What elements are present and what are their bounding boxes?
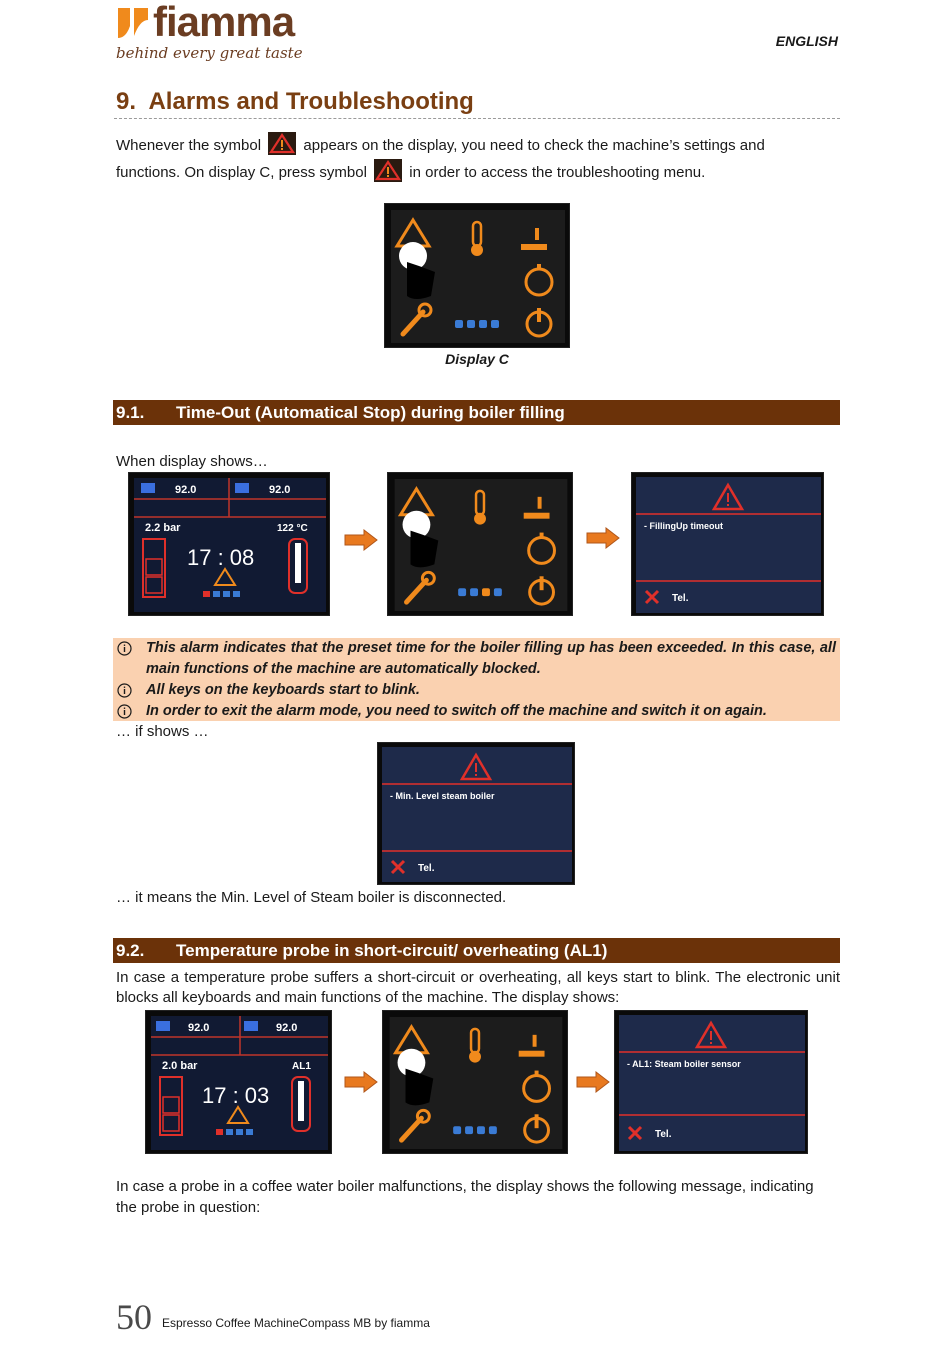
- warning-icon: [694, 1020, 728, 1049]
- power-icon: [523, 1114, 550, 1144]
- section-2-paragraph-2: In case a probe in a coffee water boiler…: [116, 1178, 814, 1216]
- close-icon: [644, 589, 660, 605]
- page-dots: [455, 320, 499, 328]
- display-c-caption: Display C: [445, 351, 509, 367]
- warning-icon: [374, 159, 403, 182]
- display-c-image: [384, 203, 570, 348]
- section-title: Time-Out (Automatical Stop) during boile…: [176, 403, 565, 422]
- warning-icon: [711, 482, 745, 511]
- warning-icon: [459, 752, 493, 781]
- info-icon: [117, 641, 132, 656]
- alarm-message: - FillingUp timeout: [644, 521, 723, 531]
- wrench-icon: [404, 570, 436, 605]
- arrow-right-icon: [344, 1071, 378, 1093]
- menu-display-image: [387, 472, 573, 616]
- menu-display-image: [382, 1010, 568, 1154]
- warning-icon: [268, 132, 297, 155]
- section-1-lead: When display shows…: [116, 453, 268, 470]
- wrench-icon: [400, 302, 433, 337]
- hand-pointer-icon: [399, 242, 435, 299]
- alarm-message: - AL1: Steam boiler sensor: [627, 1059, 741, 1069]
- close-icon: [627, 1125, 643, 1141]
- note-text: In order to exit the alarm mode, you nee…: [146, 703, 767, 719]
- arrow-right-icon: [586, 527, 620, 549]
- intro-text: appears on the display, you need to chec…: [303, 137, 765, 154]
- status-display-image: 92.0 92.0 2.2 bar 122 °C 17 : 08: [128, 472, 330, 616]
- right-temp: 92.0: [269, 484, 290, 496]
- thermometer-icon: [474, 489, 486, 525]
- if-shows-text: … if shows …: [116, 723, 209, 740]
- clock: 17 : 03: [202, 1083, 269, 1108]
- brand-name: fiamma: [153, 0, 295, 45]
- footer-text: Espresso Coffee MachineCompass MB by fia…: [162, 1316, 430, 1330]
- brand-tagline: behind every great taste: [116, 44, 303, 62]
- section-2-paragraph: In case a temperature probe suffers a sh…: [116, 969, 840, 1006]
- chapter-title-text: Alarms and Troubleshooting: [148, 88, 474, 115]
- chapter-number: 9.: [116, 88, 137, 115]
- tel-label: Tel.: [672, 593, 689, 604]
- pressure: 2.0 bar: [162, 1060, 198, 1072]
- status-display-image: 92.0 92.0 2.0 bar AL1 17 : 03: [145, 1010, 332, 1154]
- right-temp: 92.0: [276, 1022, 297, 1034]
- hand-pointer-icon: [402, 510, 439, 568]
- warning-icon: [226, 1105, 250, 1124]
- left-temp: 92.0: [175, 484, 196, 496]
- thermometer-icon: [469, 1027, 481, 1063]
- alarm-display-image: - Min. Level steam boiler Tel.: [377, 742, 575, 885]
- page-dots: [458, 588, 502, 597]
- power-icon: [528, 576, 555, 606]
- page-number: 50: [116, 1297, 152, 1337]
- arrow-right-icon: [344, 529, 378, 551]
- section-number: 9.2.: [116, 941, 145, 960]
- left-temp: 92.0: [188, 1022, 209, 1034]
- intro-text: Whenever the symbol: [116, 137, 262, 154]
- page-dots: [453, 1126, 497, 1135]
- close-icon: [390, 859, 406, 875]
- info-note-box: This alarm indicates that the preset tim…: [113, 638, 840, 721]
- portafilter-icon: [518, 1034, 545, 1057]
- clock: 17 : 08: [187, 545, 254, 570]
- alarm-message: - Min. Level steam boiler: [390, 791, 495, 801]
- meaning-text: … it means the Min. Level of Steam boile…: [116, 889, 507, 906]
- boiler-temp: 122 °C: [277, 523, 308, 534]
- section-heading-9-2: 9.2. Temperature probe in short-circuit/ …: [113, 938, 840, 963]
- timer-icon: [524, 264, 554, 297]
- portafilter-icon: [521, 228, 547, 250]
- fiamma-logo-icon: [118, 8, 148, 38]
- warning-icon: [213, 567, 237, 586]
- note-text: This alarm indicates that the preset tim…: [146, 640, 836, 677]
- power-icon: [525, 308, 553, 338]
- alarm-display-image: - AL1: Steam boiler sensor Tel.: [614, 1010, 808, 1154]
- intro-text: functions. On display C, press symbol: [116, 164, 367, 181]
- section-heading-9-1: 9.1. Time-Out (Automatical Stop) during b…: [113, 400, 840, 425]
- alarm-display-image: - FillingUp timeout Tel.: [631, 472, 824, 616]
- chapter-divider: [114, 118, 840, 119]
- info-icon: [117, 704, 132, 719]
- info-icon: [117, 683, 132, 698]
- thermometer-icon: [471, 220, 483, 256]
- portafilter-icon: [523, 496, 550, 519]
- section-number: 9.1.: [116, 403, 145, 422]
- tel-label: Tel.: [655, 1129, 672, 1140]
- intro-text: in order to access the troubleshooting m…: [409, 164, 706, 181]
- arrow-right-icon: [576, 1071, 610, 1093]
- timer-icon: [522, 1070, 551, 1103]
- chapter-title: 9. Alarms and Troubleshooting: [116, 88, 474, 116]
- tel-label: Tel.: [418, 863, 435, 874]
- alarm-code: AL1: [292, 1061, 311, 1072]
- wrench-icon: [399, 1108, 431, 1143]
- language-label: ENGLISH: [775, 33, 838, 49]
- note-text: All keys on the keyboards start to blink…: [146, 682, 420, 698]
- intro-paragraph: Whenever the symbol appears on the displ…: [116, 132, 840, 186]
- section-title: Temperature probe in short-circuit/ over…: [176, 941, 608, 960]
- hand-pointer-icon: [397, 1048, 434, 1106]
- timer-icon: [527, 532, 556, 565]
- pressure: 2.2 bar: [145, 522, 181, 534]
